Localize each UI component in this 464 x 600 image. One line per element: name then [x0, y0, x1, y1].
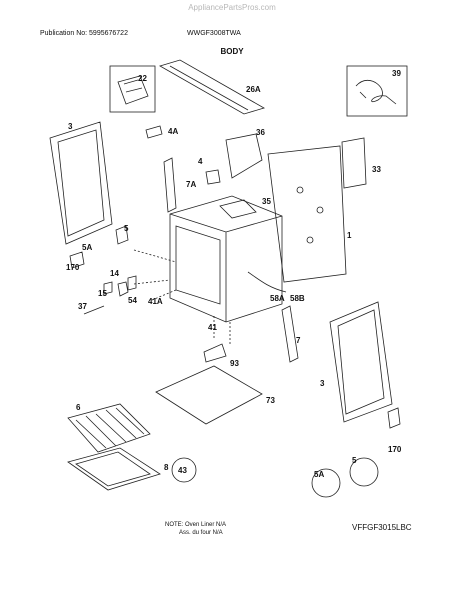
callout-41: 41: [208, 323, 217, 332]
part-37-pin: [83, 305, 105, 315]
callout-22: 22: [138, 74, 147, 83]
part-14-15-knobs: [103, 275, 137, 297]
part-1-back-panel: [267, 145, 347, 283]
callout-6: 6: [76, 403, 81, 412]
note: NOTE: Oven Liner N/A Ass. du four N/A: [165, 521, 226, 537]
callout-14: 14: [110, 269, 119, 278]
callout-33: 33: [372, 165, 381, 174]
callout-4a: 4A: [168, 127, 178, 136]
callout-39: 39: [392, 69, 401, 78]
page-title: BODY: [220, 47, 244, 56]
callout-7a: 7A: [186, 180, 196, 189]
part-5a-left-leg: [69, 251, 85, 269]
callout-36: 36: [256, 128, 265, 137]
callout-3-right: 3: [320, 379, 325, 388]
callout-5a-left: 5A: [82, 243, 92, 252]
part-170-right-leg: [387, 407, 401, 429]
note-line-2: Ass. du four N/A: [179, 530, 223, 536]
callout-5a-right: 5A: [314, 470, 324, 479]
part-35-top: [219, 199, 257, 219]
callout-58a: 58A: [270, 294, 285, 303]
part-4-clip: [205, 169, 221, 185]
part-58-wires: [247, 271, 287, 293]
callout-73: 73: [266, 396, 275, 405]
part-7-bracket: [281, 305, 299, 363]
callout-1: 1: [347, 231, 352, 240]
part-22-bracket: [117, 75, 149, 105]
callout-4: 4: [198, 157, 203, 166]
callout-3-left: 3: [68, 122, 73, 131]
callout-41a: 41A: [148, 297, 163, 306]
note-line-1: NOTE: Oven Liner N/A: [165, 522, 227, 528]
part-5a-callout-circle: [311, 468, 341, 498]
part-26a-rail: [158, 59, 266, 115]
inset-box-39: [346, 65, 408, 117]
publication-number: Publication No: 5995676722: [40, 30, 128, 37]
part-93: [203, 343, 227, 363]
part-36-shield: [225, 133, 263, 179]
callout-170-left: 170: [66, 263, 80, 272]
callout-5-left: 5: [124, 224, 129, 233]
callout-43: 43: [178, 466, 187, 475]
part-3-right-panel: [329, 301, 393, 423]
diagram-code: VFFGF3015LBC: [352, 523, 412, 532]
callout-54: 54: [128, 296, 137, 305]
callout-8: 8: [164, 463, 169, 472]
callout-170-right: 170: [388, 445, 402, 454]
watermark: AppliancePartsPros.com: [188, 3, 276, 12]
callout-37: 37: [78, 302, 87, 311]
part-7a-bracket: [163, 157, 177, 213]
part-170-left-leg: [115, 225, 129, 245]
callout-15: 15: [98, 289, 107, 298]
part-8-pan: [67, 447, 161, 491]
callout-58b: 58B: [290, 294, 305, 303]
part-43-callout-circle: [171, 457, 197, 483]
callout-26a: 26A: [246, 85, 261, 94]
model-number: WWGF3008TWA: [187, 30, 241, 37]
callout-5-right: 5: [352, 456, 357, 465]
part-4a-clip: [145, 125, 163, 139]
part-33-box: [341, 137, 367, 189]
part-6-oven-rack: [67, 403, 151, 453]
part-5-callout-circle: [349, 457, 379, 487]
callout-93: 93: [230, 359, 239, 368]
callout-35: 35: [262, 197, 271, 206]
callout-7: 7: [296, 336, 301, 345]
inset-box-22: [109, 65, 156, 113]
oven-body: [169, 195, 283, 323]
part-39-wiring: [355, 79, 397, 105]
part-73-panel: [155, 365, 263, 425]
part-3-left-panel: [49, 121, 113, 245]
